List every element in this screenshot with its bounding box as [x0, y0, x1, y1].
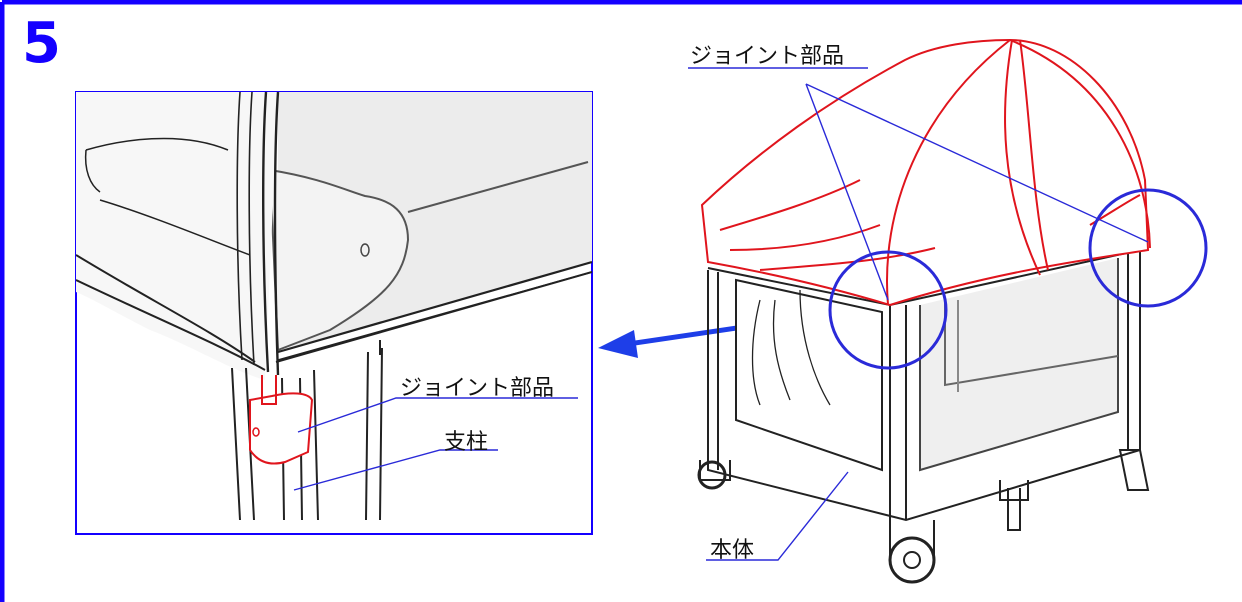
- wheel-back: [697, 460, 727, 490]
- step-number: 5: [22, 11, 61, 76]
- corner-cushion: [268, 168, 410, 352]
- callout-main-body: [706, 471, 849, 561]
- callout-pillar: [293, 449, 498, 491]
- callout-joint-top: [688, 67, 1149, 301]
- joint-part: [249, 392, 314, 465]
- canopy: [700, 38, 1151, 307]
- label-joint-part-zoom: ジョイント部品: [400, 376, 555, 401]
- magnifier-circle-left: [828, 250, 948, 370]
- callout-joint-zoom: [297, 397, 578, 433]
- fabric-panel: [76, 92, 278, 380]
- magnifier-circle-right: [1088, 188, 1208, 308]
- label-joint-part-top: ジョイント部品: [690, 44, 845, 69]
- label-main-body: 本体: [710, 538, 755, 563]
- label-pillar: 支柱: [444, 430, 489, 455]
- wheel-front: [888, 536, 936, 584]
